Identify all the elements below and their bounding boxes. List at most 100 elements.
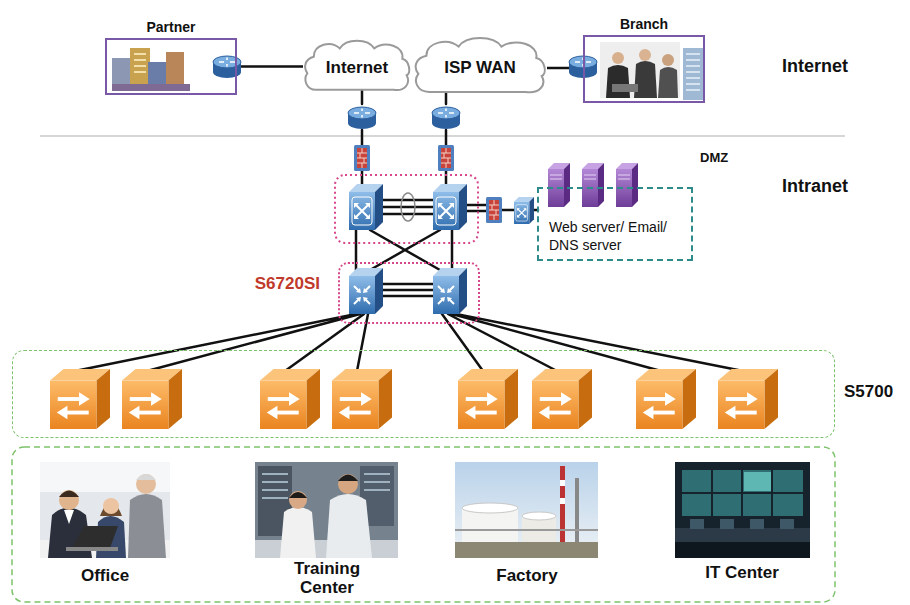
node-label: Partner bbox=[107, 19, 235, 35]
office-photo bbox=[59, 490, 79, 510]
it-center-photo bbox=[675, 528, 810, 542]
branch-site-box: Branch bbox=[583, 35, 705, 103]
wan-cloud: ISP WAN bbox=[413, 33, 547, 101]
network-wires bbox=[383, 200, 433, 214]
core-switch-icon bbox=[433, 268, 467, 314]
factory-photo bbox=[455, 529, 598, 531]
firewall-icon bbox=[438, 145, 454, 171]
cloud-outline bbox=[416, 38, 545, 92]
training-center-photo bbox=[255, 462, 398, 558]
site-caption: Factory bbox=[496, 566, 557, 586]
branch-photo bbox=[639, 49, 651, 61]
branch-photo bbox=[634, 61, 657, 98]
site-caption: Office bbox=[81, 566, 129, 586]
zone-label: Intranet bbox=[782, 176, 848, 197]
office-photo bbox=[64, 510, 74, 524]
office-photo bbox=[40, 462, 170, 558]
branch-photo bbox=[683, 48, 703, 100]
network-wires bbox=[356, 230, 452, 270]
core-router-icon bbox=[349, 184, 383, 230]
branch-photo bbox=[662, 54, 674, 66]
access-switch-band: S5700 bbox=[12, 350, 835, 438]
cloud-outline bbox=[305, 41, 409, 90]
core-switch-icon bbox=[349, 268, 383, 314]
access-switch-icon bbox=[718, 369, 778, 429]
training-center-photo bbox=[338, 475, 358, 482]
internet-cloud: Internet bbox=[303, 36, 411, 98]
office-photo bbox=[40, 462, 170, 558]
network-wires bbox=[75, 314, 368, 371]
server-icon bbox=[582, 163, 604, 207]
zone-divider bbox=[40, 135, 845, 137]
branch-photo bbox=[612, 84, 638, 92]
factory-photo bbox=[455, 542, 598, 558]
office-photo bbox=[136, 474, 156, 494]
link-line bbox=[237, 65, 303, 68]
access-switch-icon bbox=[532, 369, 592, 429]
node-label: Web server/ Email/ DNS server bbox=[549, 219, 685, 254]
node-label: Internet bbox=[326, 56, 388, 78]
access-switch-icon bbox=[636, 369, 696, 429]
training-center-photo bbox=[262, 474, 390, 498]
firewall-icon bbox=[486, 197, 502, 223]
node-label: S5700 bbox=[844, 382, 893, 402]
network-wires bbox=[442, 314, 743, 371]
access-switch-icon bbox=[122, 369, 182, 429]
office-photo bbox=[59, 491, 79, 498]
access-switch-icon bbox=[50, 369, 110, 429]
partner-site-box: Partner bbox=[105, 38, 237, 95]
firewall-icon bbox=[354, 145, 370, 171]
factory-photo bbox=[522, 512, 556, 520]
factory-photo bbox=[455, 462, 598, 558]
partner-buildings bbox=[130, 48, 150, 90]
training-center-photo bbox=[326, 494, 372, 558]
it-center-photo bbox=[682, 470, 803, 516]
branch-photo bbox=[686, 54, 700, 90]
office-photo bbox=[66, 547, 118, 551]
site-band-outline bbox=[12, 447, 835, 602]
branch-photo bbox=[600, 42, 680, 98]
training-center-photo bbox=[255, 462, 398, 558]
access-switch-icon bbox=[458, 369, 518, 429]
site-caption: Training Center bbox=[281, 560, 373, 597]
it-center-photo bbox=[744, 472, 771, 491]
server-icon bbox=[616, 163, 638, 207]
branch-photo bbox=[606, 65, 630, 98]
node-label: ISP WAN bbox=[444, 56, 515, 78]
network-wires bbox=[75, 82, 743, 371]
factory-photo bbox=[560, 480, 565, 486]
access-switch-icon bbox=[332, 369, 392, 429]
branch-photo bbox=[600, 42, 703, 100]
training-center-photo bbox=[289, 491, 307, 509]
link-aggregation-mark bbox=[401, 193, 415, 221]
office-photo bbox=[103, 498, 119, 514]
training-center-photo bbox=[289, 492, 307, 498]
router-icon bbox=[348, 107, 376, 129]
dmz-switch-icon bbox=[514, 197, 534, 224]
router-group-outline bbox=[335, 175, 478, 243]
partner-buildings bbox=[134, 54, 146, 72]
office-photo bbox=[136, 474, 156, 480]
access-switch-icon bbox=[260, 369, 320, 429]
network-wires bbox=[383, 284, 433, 296]
it-center-photo bbox=[675, 542, 810, 558]
core-router-icon bbox=[433, 184, 467, 230]
branch-photo bbox=[612, 52, 624, 64]
it-center-photo bbox=[675, 462, 810, 558]
router-icon bbox=[432, 107, 460, 129]
office-photo bbox=[72, 526, 118, 548]
it-center-photo bbox=[682, 470, 803, 516]
it-center-photo bbox=[690, 519, 794, 529]
server-zone-box: Web server/ Email/ DNS server bbox=[537, 187, 693, 261]
factory-photo bbox=[455, 462, 598, 558]
zone-label: DMZ bbox=[700, 150, 728, 165]
zone-label: Internet bbox=[782, 56, 848, 77]
it-center-photo bbox=[675, 462, 810, 558]
server-icon bbox=[548, 163, 570, 207]
node-label: Branch bbox=[585, 16, 703, 32]
partner-buildings bbox=[112, 84, 190, 91]
factory-photo bbox=[575, 478, 579, 542]
office-photo bbox=[128, 494, 166, 558]
network-wires bbox=[362, 130, 446, 146]
